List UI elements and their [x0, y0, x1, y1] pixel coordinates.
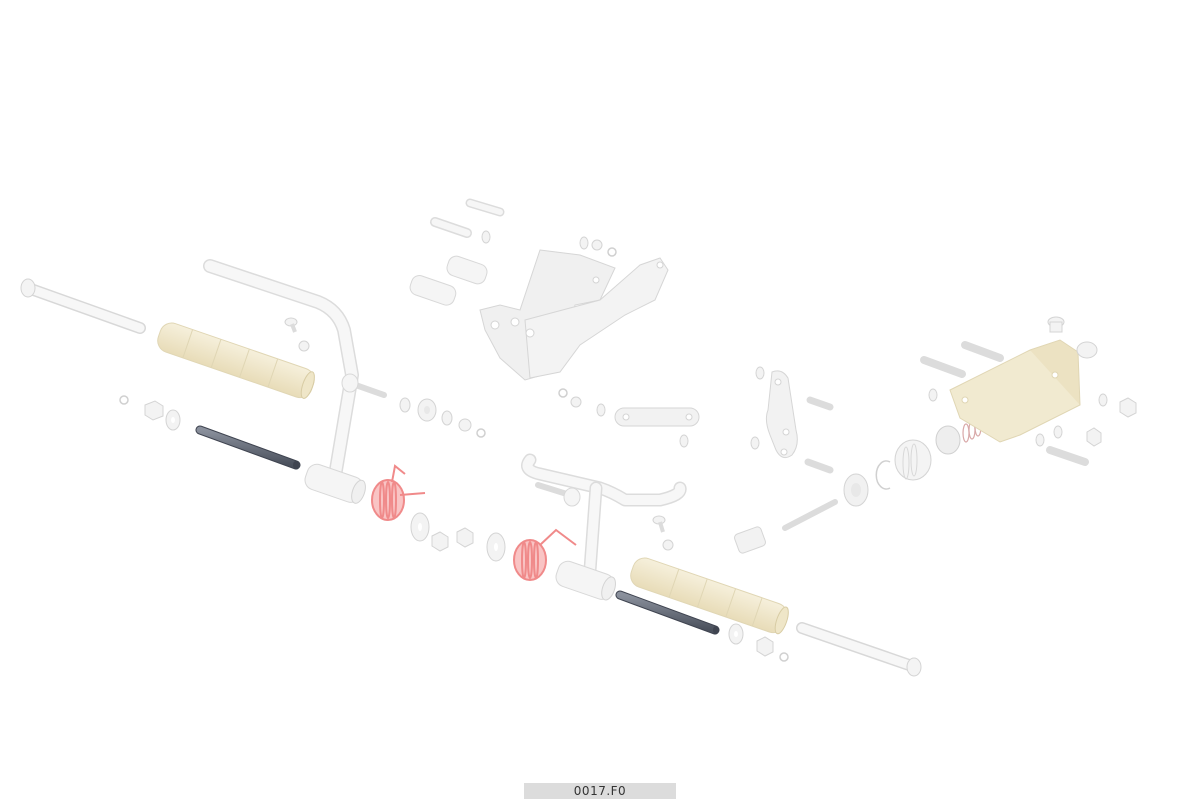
return-spring-right: [513, 528, 577, 581]
pedal-lever-right: [521, 453, 687, 601]
master-cylinder-body: [949, 339, 1081, 443]
mounting-bracket: [479, 249, 669, 381]
bushing-sleeve-left: [157, 322, 315, 399]
washer-center-right: [486, 532, 506, 562]
pushrod: [782, 499, 838, 531]
bushing-sleeve-right: [630, 557, 789, 635]
long-bolt-left: [20, 278, 146, 334]
circlip-left: [119, 395, 129, 405]
figure-code-label: 0017.F0: [524, 783, 676, 799]
pedal-lever-left: [203, 259, 387, 504]
washer-center-left: [410, 512, 430, 542]
dogbone-link: [614, 407, 700, 448]
washer-left: [165, 409, 181, 431]
circlip-mid: [558, 388, 606, 417]
nut-left: [144, 400, 164, 421]
return-spring-left: [371, 464, 426, 521]
pivot-pin-left: [195, 425, 301, 470]
small-bolt-right: [652, 515, 674, 551]
linkage-arm: [750, 366, 834, 474]
bearing: [843, 473, 869, 507]
cylinder-piston: [894, 425, 961, 481]
cylinder-fittings: [920, 316, 1137, 466]
washer-stack-left: [399, 397, 486, 438]
bracket-hardware: [579, 236, 617, 257]
small-bolt-left: [284, 317, 310, 352]
hardware-right: [728, 623, 789, 662]
nut-center: [431, 527, 474, 552]
pivot-pin-right: [615, 590, 720, 635]
top-pins: [430, 198, 505, 244]
snap-ring: [875, 460, 891, 490]
long-bolt-right: [796, 622, 922, 677]
clevis-yoke: [734, 526, 766, 554]
bracket-spacers: [409, 255, 488, 306]
